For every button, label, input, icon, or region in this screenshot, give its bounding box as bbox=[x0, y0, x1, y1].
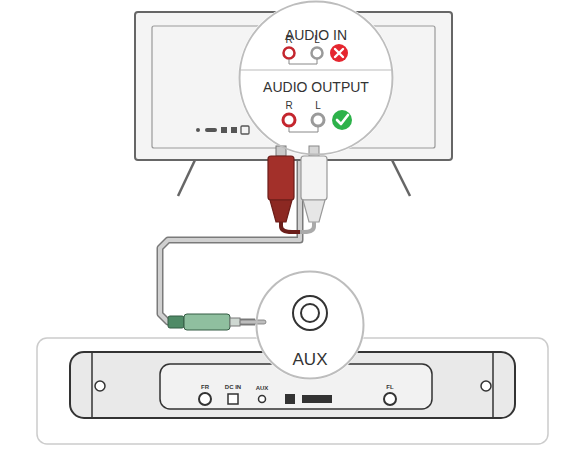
callout-disk bbox=[255, 270, 365, 380]
callout-outline bbox=[240, 2, 393, 155]
port-label: FL bbox=[386, 384, 393, 390]
callout-circle: AUDIO INAUDIO OUTPUT bbox=[238, 0, 394, 156]
channel-label: R bbox=[285, 35, 292, 45]
tv-port bbox=[196, 128, 200, 132]
tv-leg bbox=[178, 160, 195, 196]
channel-label: L bbox=[314, 35, 320, 45]
callout-circle: AUX bbox=[255, 270, 365, 380]
cross-icon bbox=[335, 49, 343, 57]
check-icon bbox=[337, 115, 348, 124]
channel-label: R bbox=[285, 101, 292, 111]
rca-plug-white bbox=[300, 146, 327, 232]
callout-outline bbox=[238, 0, 394, 156]
jack-bracket bbox=[289, 59, 317, 64]
rca-plug-red bbox=[268, 146, 300, 232]
port-label: AUX bbox=[256, 385, 269, 391]
callout-disk bbox=[238, 0, 394, 156]
aux-jack-icon bbox=[301, 304, 319, 322]
port-label: FR bbox=[201, 384, 209, 390]
tv-port bbox=[205, 128, 217, 132]
tv-leg bbox=[392, 160, 410, 196]
tv-port bbox=[241, 126, 249, 134]
port-label: DC IN bbox=[225, 384, 241, 390]
rca-jack bbox=[283, 114, 295, 126]
jack-bracket bbox=[289, 127, 318, 132]
callout-heading: AUDIO OUTPUT bbox=[238, 79, 394, 95]
rca-jack bbox=[284, 48, 295, 59]
mini-jack-plug bbox=[168, 314, 266, 330]
rca-jack bbox=[312, 48, 323, 59]
cross-icon bbox=[330, 44, 348, 62]
tv-port bbox=[231, 127, 237, 133]
aux-jack-icon bbox=[293, 296, 327, 330]
callout-divider bbox=[239, 69, 393, 70]
callout-heading: AUX bbox=[255, 350, 365, 370]
rca-jack bbox=[312, 114, 324, 126]
check-icon bbox=[332, 110, 352, 130]
tv-port bbox=[221, 127, 227, 133]
channel-label: L bbox=[315, 101, 321, 111]
